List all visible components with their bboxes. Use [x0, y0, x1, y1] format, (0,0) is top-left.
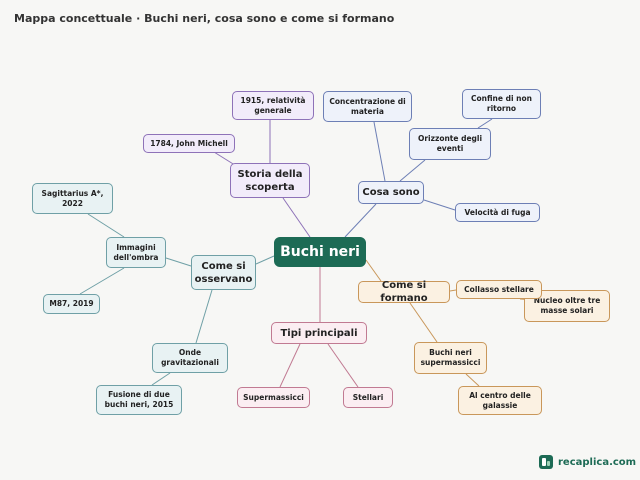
edge-root-formano — [365, 259, 382, 282]
node-collasso[interactable]: Collasso stellare — [456, 280, 542, 299]
edge-cosasono-concentrazione — [373, 121, 386, 182]
node-bn-supermassicci[interactable]: Buchi neri supermassicci — [414, 342, 487, 374]
node-centro[interactable]: Al centro delle galassie — [458, 386, 542, 415]
node-sagittarius[interactable]: Sagittarius A*, 2022 — [32, 183, 113, 214]
node-nucleo[interactable]: Nucleo oltre tre masse solari — [524, 290, 610, 322]
node-onde[interactable]: Onde gravitazionali — [152, 343, 228, 373]
node-m87[interactable]: M87, 2019 — [43, 294, 100, 314]
edge-tipi-stellari — [327, 343, 359, 388]
edge-onde-fusione — [151, 372, 171, 386]
edge-formano-collasso — [449, 289, 457, 292]
edge-immagini-m87 — [79, 267, 125, 295]
page-title: Mappa concettuale · Buchi neri, cosa son… — [14, 12, 395, 25]
edge-root-osservano — [255, 255, 275, 265]
node-storia[interactable]: Storia della scoperta — [230, 163, 310, 198]
node-confine[interactable]: Confine di non ritorno — [462, 89, 541, 119]
node-formano[interactable]: Come si formano — [358, 280, 450, 304]
node-cosa-sono[interactable]: Cosa sono — [358, 181, 424, 204]
node-fusione[interactable]: Fusione di due buchi neri, 2015 — [96, 385, 182, 415]
edge-osservano-immagini — [165, 257, 192, 267]
node-velocita[interactable]: Velocità di fuga — [455, 203, 540, 222]
node-osservano[interactable]: Come si osservano — [191, 255, 256, 290]
node-michell[interactable]: 1784, John Michell — [143, 134, 235, 153]
logo: recaplica.com — [539, 455, 636, 469]
node-supermassicci[interactable]: Supermassicci — [237, 387, 310, 408]
edge-osservano-onde — [195, 289, 213, 344]
edge-orizzonte-confine — [477, 118, 493, 129]
edge-cosasono-orizzonte — [399, 159, 426, 182]
node-stellari[interactable]: Stellari — [343, 387, 393, 408]
edge-root-cosasono — [344, 203, 377, 238]
node-tipi[interactable]: Tipi principali — [271, 322, 367, 344]
recaplica-logo-icon — [539, 455, 553, 469]
node-concentrazione[interactable]: Concentrazione di materia — [323, 91, 412, 122]
edge-root-storia — [282, 197, 311, 238]
edge-formano-bnsupermassicci — [409, 302, 438, 343]
edge-bnsupermassicci-centro — [465, 373, 480, 387]
edge-cosasono-velocita — [423, 199, 456, 211]
edge-tipi-supermassicci — [279, 343, 301, 388]
node-relativita[interactable]: 1915, relatività generale — [232, 91, 314, 120]
root-node[interactable]: Buchi neri — [274, 237, 366, 267]
edge-immagini-sagittarius — [87, 213, 125, 238]
node-orizzonte[interactable]: Orizzonte degli eventi — [409, 128, 491, 160]
logo-text: recaplica.com — [558, 456, 637, 468]
node-immagini[interactable]: Immagini dell'ombra — [106, 237, 166, 268]
